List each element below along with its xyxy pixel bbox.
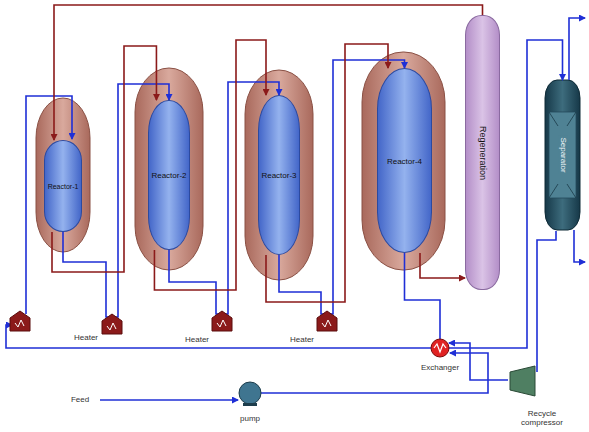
exchanger-coil — [434, 344, 446, 352]
reactor-vessel: Reactor-3 — [258, 95, 300, 255]
reactor-vessel: Reactor-4 — [377, 68, 432, 253]
outlet-line — [574, 230, 585, 262]
equipment-label: Exchanger — [421, 363, 459, 372]
heater-label: Heater — [185, 335, 209, 344]
regeneration-column: Regeneration — [465, 15, 500, 290]
pump-symbol — [239, 382, 261, 406]
heater-label: Heater — [74, 333, 98, 342]
heater-symbol — [102, 314, 122, 334]
drawing-part — [10, 311, 535, 406]
process-line — [261, 353, 488, 393]
heater-flame — [107, 323, 116, 330]
separator-column: Separator — [545, 80, 580, 230]
compressor-symbol — [510, 366, 535, 396]
feed-line — [100, 399, 238, 401]
separator-packing — [549, 112, 576, 198]
equipment-label: Feed — [71, 395, 89, 404]
reactor-vessel: Reactor-2 — [148, 100, 189, 250]
heater-symbol — [212, 311, 232, 331]
separator-vessel — [545, 80, 580, 230]
heater-symbol — [10, 311, 30, 331]
catalyst-stream — [420, 253, 465, 278]
separator-packing-cross — [549, 112, 576, 198]
heater-body — [10, 311, 30, 331]
reactor-jacket — [245, 70, 313, 280]
reactor-jacket — [36, 98, 90, 252]
drawing-part — [52, 5, 563, 348]
recycle-line — [537, 231, 556, 372]
heater-flame — [322, 320, 331, 327]
pump-base — [243, 403, 257, 406]
heater-label: Heater — [290, 335, 314, 344]
exchanger-symbol — [431, 339, 449, 357]
equipment-label: pump — [240, 414, 260, 423]
vessel-label: Reactor-4 — [387, 156, 422, 165]
heater-body — [317, 311, 337, 331]
reactor-jacket — [362, 52, 445, 270]
vessel-label: Reactor-2 — [151, 171, 186, 180]
vessel-label: Regeneration — [478, 125, 488, 179]
vessel-label: Reactor-3 — [261, 171, 296, 180]
reactor-vessel: Reactor-1 — [44, 140, 82, 232]
vessel-label: Reactor-1 — [48, 183, 79, 190]
outlet-line — [569, 18, 585, 80]
exchanger-body — [431, 339, 449, 357]
equipment-label: Recycle compressor — [516, 409, 568, 427]
heater-symbol — [317, 311, 337, 331]
heater-body — [212, 311, 232, 331]
vessel-label: Separator — [558, 135, 567, 174]
heater-flame — [217, 320, 226, 327]
heater-body — [102, 314, 122, 334]
pump-body — [239, 382, 261, 404]
heater-flame — [15, 320, 24, 327]
